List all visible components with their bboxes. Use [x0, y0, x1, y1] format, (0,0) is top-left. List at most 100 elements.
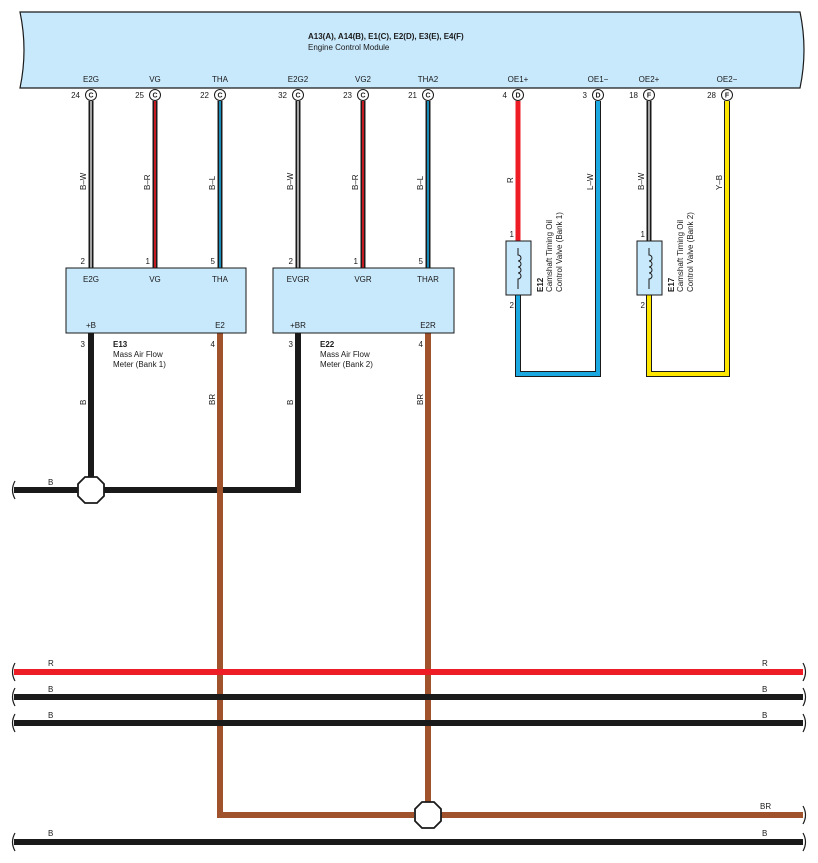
e22-pin-num: 3 — [289, 340, 294, 349]
e13-box — [65, 267, 247, 334]
bus-r-label-right: R — [762, 659, 768, 668]
wire-code-label: B–R — [351, 174, 360, 190]
connector-circle — [643, 89, 655, 101]
wire-code-label: Y–B — [715, 175, 724, 190]
bus-b-top-break — [11, 480, 16, 500]
e13-pin-num: 1 — [146, 257, 151, 266]
connector-letter: C — [360, 93, 365, 100]
connector-circle — [422, 89, 434, 101]
ecm-pin-num: 32 — [278, 91, 287, 100]
e13-pin-label: VG — [149, 275, 161, 284]
bus-b-bottom-break-right — [802, 832, 807, 852]
ecm-connector-codes: A13(A), A14(B), E1(C), E2(D), E3(E), E4(… — [308, 32, 464, 41]
e13-pin-num: 2 — [81, 257, 86, 266]
bus-b1-label-left: B — [48, 685, 53, 694]
wire-codes: B–W B–R B–L B–W B–R B–L R L–W B–W Y–B B … — [79, 172, 724, 405]
e22-pin-num: 1 — [354, 257, 359, 266]
e22-pin-num: 4 — [419, 340, 424, 349]
bus-b2-label-left: B — [48, 711, 53, 720]
ecm-pin-label: OE1− — [588, 75, 609, 84]
e22-pin-label: +BR — [290, 321, 306, 330]
wire-code-label: B–W — [637, 172, 646, 190]
bus-r-break-left — [11, 662, 16, 682]
component-e17: 1 2 E17 Camshaft Timing Oil Control Valv… — [636, 212, 695, 310]
component-e13: 2 1 5 E2G VG THA +B E2 3 4 E13 Mass Air … — [65, 257, 247, 369]
wire-oe2-minus-core — [647, 101, 729, 376]
bus-br-label-right: BR — [760, 802, 771, 811]
e22-pin-num: 5 — [419, 257, 424, 266]
e13-desc: Meter (Bank 1) — [113, 360, 166, 369]
component-e22: 2 1 5 EVGR VGR THAR +BR E2R 3 4 E22 Mass… — [272, 257, 455, 369]
coil-icon — [517, 248, 522, 289]
e13-pin-num: 3 — [81, 340, 86, 349]
connector-circle — [292, 89, 304, 101]
connector-letter: C — [425, 93, 430, 100]
connector-letter: D — [595, 93, 600, 100]
bus-b1-break-left — [11, 687, 16, 707]
e13-pin-label: E2 — [215, 321, 225, 330]
component-e12: 1 2 E12 Camshaft Timing Oil Control Valv… — [505, 212, 564, 310]
wire-code-label: BR — [416, 394, 425, 405]
ecm-pin-num: 18 — [629, 91, 638, 100]
connector-circle — [214, 89, 226, 101]
bus-b1-break-right — [802, 687, 807, 707]
e12-pin-num: 1 — [510, 230, 515, 239]
e13-desc: Mass Air Flow — [113, 350, 163, 359]
bus-br-break-right — [802, 805, 807, 825]
bus-r-break-right — [802, 662, 807, 682]
connector-circle — [85, 89, 97, 101]
wire-code-label: B–L — [208, 175, 217, 190]
ecm-pin-num: 28 — [707, 91, 716, 100]
wire-oe1-minus-core — [516, 101, 600, 376]
e13-pin-label: E2G — [83, 275, 99, 284]
e22-id: E22 — [320, 340, 335, 349]
bus-b-bottom-label-right: B — [762, 829, 767, 838]
wire-e13-e2 — [217, 333, 414, 818]
connector-letter: F — [647, 93, 652, 100]
ecm-module: A13(A), A14(B), E1(C), E2(D), E3(E), E4(… — [19, 11, 805, 89]
e22-pin-label: THAR — [417, 275, 439, 284]
e17-id: E17 — [667, 277, 676, 292]
e13-pin-label: +B — [86, 321, 96, 330]
ecm-pin-num: 23 — [343, 91, 352, 100]
wire-code-label: B–W — [79, 172, 88, 190]
e22-desc: Meter (Bank 2) — [320, 360, 373, 369]
e17-desc: Camshaft Timing Oil — [676, 220, 685, 292]
e17-pin-num: 2 — [641, 301, 646, 310]
connector-circle — [721, 89, 733, 101]
wire-code-label: B — [286, 400, 295, 405]
ecm-pin-num: 24 — [71, 91, 80, 100]
ecm-pin-num: 4 — [503, 91, 508, 100]
e22-pin-label: EVGR — [287, 275, 310, 284]
ecm-pin-label: OE1+ — [508, 75, 529, 84]
buses-group: B R R B B B B BR B B — [11, 478, 807, 852]
bus-b2-label-right: B — [762, 711, 767, 720]
e12-desc: Camshaft Timing Oil — [545, 220, 554, 292]
wire-code-label: R — [506, 177, 515, 183]
e13-pin-num: 5 — [211, 257, 216, 266]
connector-circle — [357, 89, 369, 101]
e12-id: E12 — [536, 277, 545, 292]
connector-letter: F — [725, 93, 730, 100]
wire-code-label: B — [79, 400, 88, 405]
ecm-pin-label: OE2+ — [639, 75, 660, 84]
e13-id: E13 — [113, 340, 128, 349]
wire-code-label: B–R — [143, 174, 152, 190]
e17-pin-num: 1 — [641, 230, 646, 239]
ecm-pin-num: 21 — [408, 91, 417, 100]
e13-pin-num: 4 — [211, 340, 216, 349]
e22-pin-label: VGR — [354, 275, 372, 284]
connector-letter: C — [217, 93, 222, 100]
ecm-pin-label: VG — [149, 75, 161, 84]
connector-circle — [512, 89, 524, 101]
ecm-name: Engine Control Module — [308, 43, 390, 52]
bus-r-label-left: R — [48, 659, 54, 668]
ecm-pin-label: THA2 — [418, 75, 439, 84]
e12-pin-num: 2 — [510, 301, 515, 310]
bus-b-bottom-label-left: B — [48, 829, 53, 838]
ecm-pin-num: 25 — [135, 91, 144, 100]
e22-pin-num: 2 — [289, 257, 294, 266]
bus-b1-label-right: B — [762, 685, 767, 694]
connector-circle — [149, 89, 161, 101]
